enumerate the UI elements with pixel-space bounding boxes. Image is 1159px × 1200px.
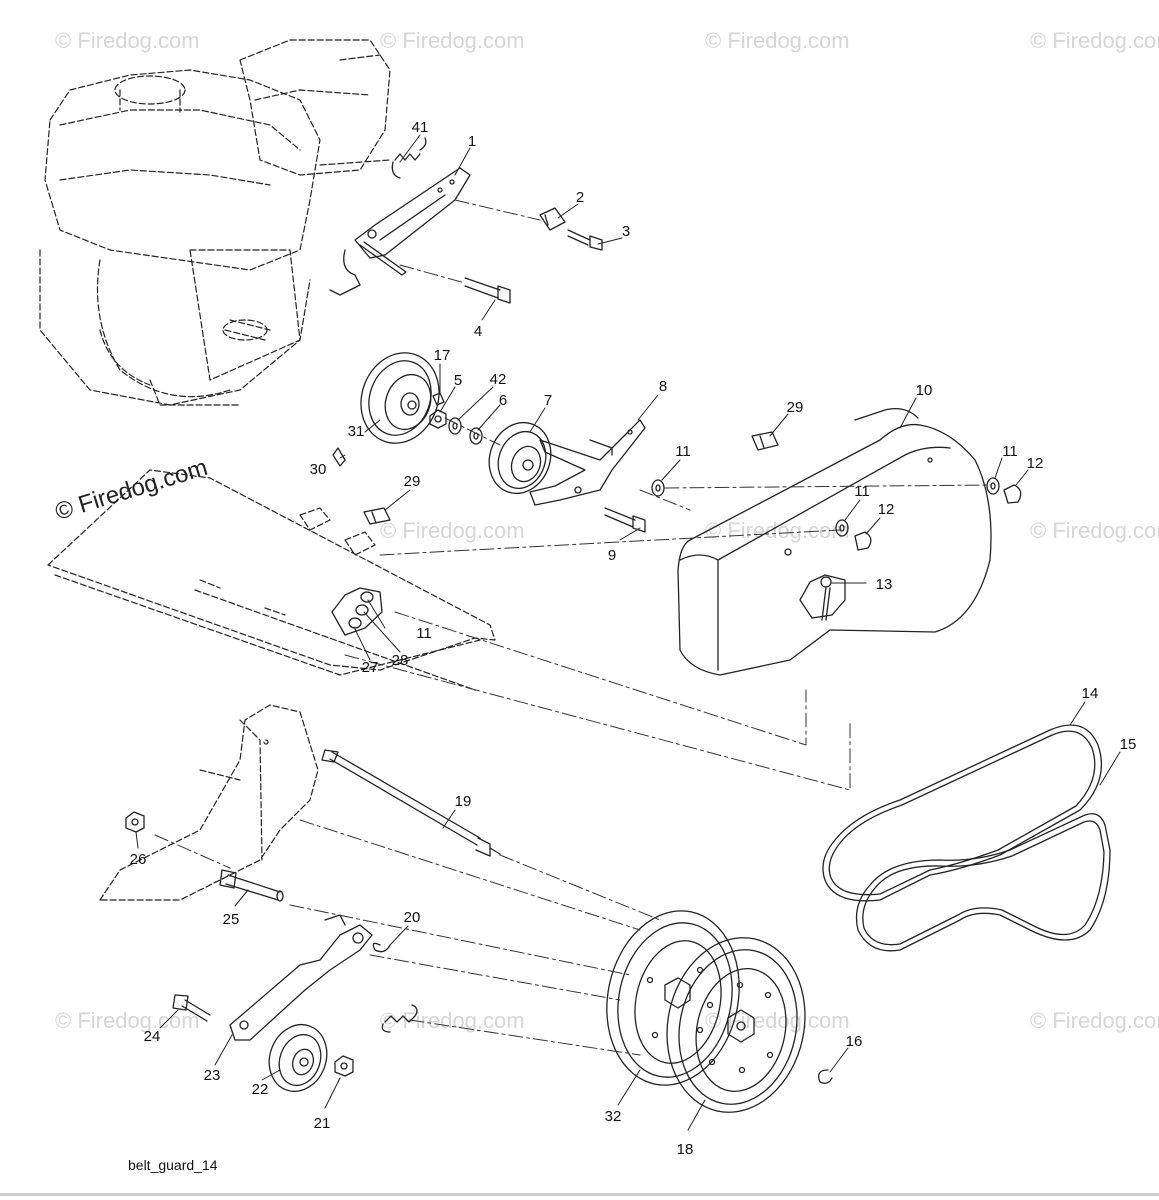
part-8-arm	[529, 419, 646, 506]
part-number-label: 15	[1120, 736, 1137, 753]
part-number-label: 11	[1002, 443, 1018, 460]
part-20-clip	[372, 942, 391, 953]
part-number-label: 9	[608, 547, 616, 564]
part-number-label: 42	[490, 371, 507, 388]
part-29-clip	[363, 507, 391, 525]
watermark: © Firedog.com	[380, 1008, 525, 1033]
watermark: © Firedog.com	[1030, 1008, 1159, 1033]
part-number-label: 8	[659, 378, 667, 395]
part-number-label: 32	[605, 1108, 622, 1125]
engine-outline	[39, 39, 391, 406]
part-number-label: 26	[130, 851, 147, 868]
part-9-bolt	[604, 507, 646, 533]
frame-outline	[99, 704, 319, 901]
part-number-label: 22	[252, 1081, 269, 1098]
part-24-bolt	[172, 994, 211, 1022]
part-number-label: 30	[310, 461, 327, 478]
part-number-label: 23	[204, 1067, 221, 1084]
part-11-washer	[986, 477, 1000, 495]
part-number-label: 5	[454, 372, 462, 389]
part-number-label: 2	[576, 189, 584, 206]
part-number-label: 27	[362, 659, 379, 676]
diagram-caption: belt_guard_14	[128, 1157, 218, 1173]
part-41-spring	[391, 137, 427, 179]
tiller-housing-outline	[47, 469, 496, 691]
part-number-label: 11	[854, 483, 870, 500]
part-number-label: 21	[314, 1115, 331, 1132]
part-16-clip	[817, 1069, 833, 1084]
part-15-belt	[855, 813, 1111, 952]
part-number-label: 4	[474, 323, 482, 340]
part-3-bolt	[567, 229, 603, 251]
part-22-pulley	[268, 1023, 328, 1093]
watermark: © Firedog.com	[705, 28, 850, 53]
part-29-clip	[751, 431, 779, 451]
part-6-washer	[469, 427, 483, 445]
watermark: © Firedog.com	[1030, 28, 1159, 53]
watermark: © Firedog.com	[380, 518, 525, 543]
part-21-nut	[334, 1055, 354, 1077]
part-number-label: 18	[677, 1141, 694, 1158]
part-number-label: 11	[416, 625, 432, 642]
part-number-label: 1	[468, 133, 476, 150]
part-18-pulley	[666, 937, 806, 1113]
part-25-pin	[219, 869, 284, 902]
part-32-pulley	[606, 910, 740, 1086]
part-number-label: 12	[878, 501, 895, 518]
part-number-label: 7	[544, 392, 552, 409]
part-10-belt-guard	[677, 407, 992, 676]
watermark: © Firedog.com	[380, 28, 525, 53]
part-number-label: 10	[916, 382, 933, 399]
part-number-label: 31	[348, 423, 365, 440]
watermark: © Firedog.com	[55, 28, 200, 53]
leader-lines	[135, 134, 1121, 1131]
part-12-cap-nut	[854, 531, 872, 551]
part-number-label: 3	[622, 223, 630, 240]
part-23-arm	[229, 914, 373, 1041]
part-number-label: 19	[455, 793, 472, 810]
part-number-label: 13	[876, 576, 893, 593]
spring	[381, 1004, 418, 1033]
part-19-shaft	[321, 749, 501, 857]
part-13-bolt	[820, 576, 832, 621]
part-14-belt	[822, 724, 1102, 902]
part-7-pulley	[488, 421, 552, 495]
part-11-washer	[835, 519, 849, 537]
part-number-label: 14	[1082, 685, 1099, 702]
part-26-nut	[125, 811, 145, 833]
part-number-label: 17	[434, 347, 451, 364]
part-2-clip	[539, 207, 566, 231]
part-number-label: 29	[787, 399, 804, 416]
part-30-pin	[332, 447, 346, 467]
part-number-label: 29	[404, 473, 421, 490]
part-number-label: 25	[223, 911, 240, 928]
part-number-label: 20	[404, 909, 421, 926]
part-number-label: 11	[675, 443, 691, 460]
part-1-bracket	[329, 167, 471, 296]
part-number-label: 24	[144, 1028, 161, 1045]
part-number-label: 16	[846, 1033, 863, 1050]
part-11-washer	[651, 479, 665, 497]
watermark: © Firedog.com	[1030, 518, 1159, 543]
part-number-label: 28	[392, 652, 409, 669]
part-number-label: 41	[412, 119, 429, 136]
part-number-label: 6	[499, 392, 507, 409]
part-number-label: 12	[1027, 455, 1044, 472]
bottom-divider	[0, 1193, 1159, 1196]
part-4-bolt	[464, 277, 511, 304]
part-12-cap-nut	[1003, 484, 1022, 504]
part-17-key	[432, 392, 445, 406]
part-5-nut	[429, 409, 447, 429]
alignment-lines	[154, 199, 991, 1056]
